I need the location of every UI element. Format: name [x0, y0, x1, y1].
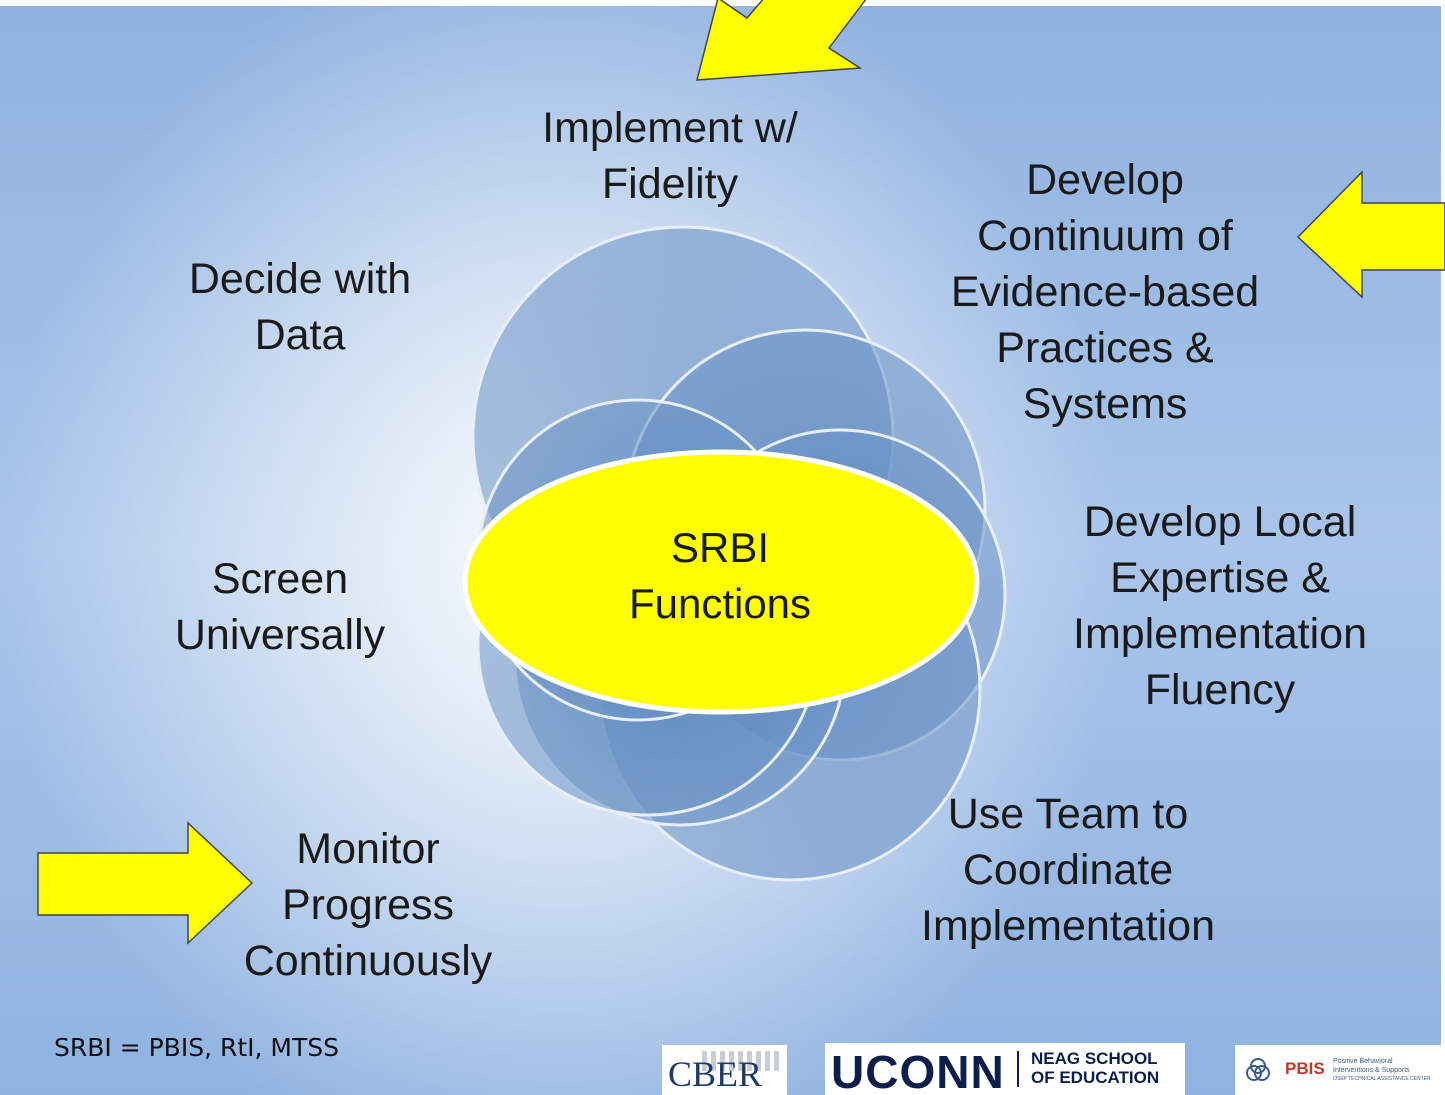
function-develop-continuum-line: Continuum of: [977, 212, 1233, 260]
function-monitor-line: Progress: [281, 881, 455, 929]
pbis-logo-sub1: Positive Behavioral: [1333, 1058, 1393, 1065]
right-border: [1441, 0, 1445, 1095]
center-label-line1: SRBI: [670, 524, 770, 571]
function-team-line: Use Team to: [947, 790, 1189, 838]
pbis-logo-sub3: OSEP TECHNICAL ASSISTANCE CENTER: [1333, 1076, 1431, 1082]
function-develop-continuum: Develop Continuum of Evidence-based Prac…: [905, 152, 1305, 432]
function-screen-line: Screen: [211, 555, 349, 603]
function-develop-continuum-line: Develop: [1026, 156, 1184, 204]
function-team-line: Implementation: [921, 902, 1215, 950]
function-monitor: Monitor Progress Continuously: [218, 821, 518, 989]
function-team: Use Team to Coordinate Implementation: [893, 786, 1243, 954]
function-monitor-line: Monitor: [296, 825, 440, 873]
cber-logo-text: CBER: [668, 1054, 763, 1094]
function-develop-continuum-line: Practices &: [996, 324, 1214, 372]
cber-logo: CBER: [662, 1045, 787, 1095]
cber-bars-graphic: [702, 1051, 780, 1071]
pbis-logo-subtitle: Positive Behavioral Interventions & Supp…: [1333, 1057, 1431, 1084]
function-implement-line: Fidelity: [601, 160, 739, 208]
function-implement: Implement w/ Fidelity: [520, 100, 820, 212]
uconn-logo-school: NEAG SCHOOL OF EDUCATION: [1031, 1049, 1159, 1087]
uconn-logo: UCONN NEAG SCHOOL OF EDUCATION: [825, 1043, 1185, 1095]
arrow-top: [696, 0, 867, 81]
center-label-line2: Functions: [628, 580, 812, 627]
center-ellipse: [462, 449, 980, 715]
function-decide: Decide with Data: [150, 251, 450, 363]
function-monitor-line: Continuously: [243, 937, 493, 985]
uconn-logo-school-line1: NEAG SCHOOL: [1031, 1049, 1158, 1068]
arrow-left: [37, 821, 254, 945]
function-develop-local-line: Expertise &: [1110, 554, 1330, 602]
function-develop-local-line: Develop Local: [1083, 498, 1357, 546]
pbis-knot-icon: [1246, 1058, 1270, 1081]
function-develop-continuum-line: Systems: [1022, 380, 1188, 428]
function-develop-local-line: Fluency: [1144, 666, 1296, 714]
pbis-logo-name: PBIS: [1285, 1059, 1325, 1078]
uconn-logo-school-line2: OF EDUCATION: [1031, 1068, 1160, 1087]
function-develop-local-line: Implementation: [1073, 610, 1367, 658]
function-screen: Screen Universally: [130, 551, 430, 663]
function-team-line: Coordinate: [962, 846, 1174, 894]
function-decide-line: Data: [254, 311, 346, 359]
center-label: SRBI Functions: [560, 520, 880, 632]
uconn-logo-divider: [1017, 1051, 1019, 1087]
function-develop-continuum-line: Evidence-based: [950, 268, 1260, 316]
function-decide-line: Decide with: [188, 255, 412, 303]
function-implement-line: Implement w/: [542, 104, 798, 152]
function-screen-line: Universally: [174, 611, 386, 659]
pbis-logo-sub2: Interventions & Supports: [1333, 1067, 1410, 1074]
pbis-logo: PBIS Positive Behavioral Interventions &…: [1235, 1045, 1441, 1095]
arrow-right: [1296, 170, 1445, 299]
function-develop-local: Develop Local Expertise & Implementation…: [1040, 494, 1400, 718]
uconn-logo-wordmark: UCONN: [831, 1046, 1005, 1095]
footnote: SRBI = PBIS, RtI, MTSS: [54, 1033, 339, 1062]
